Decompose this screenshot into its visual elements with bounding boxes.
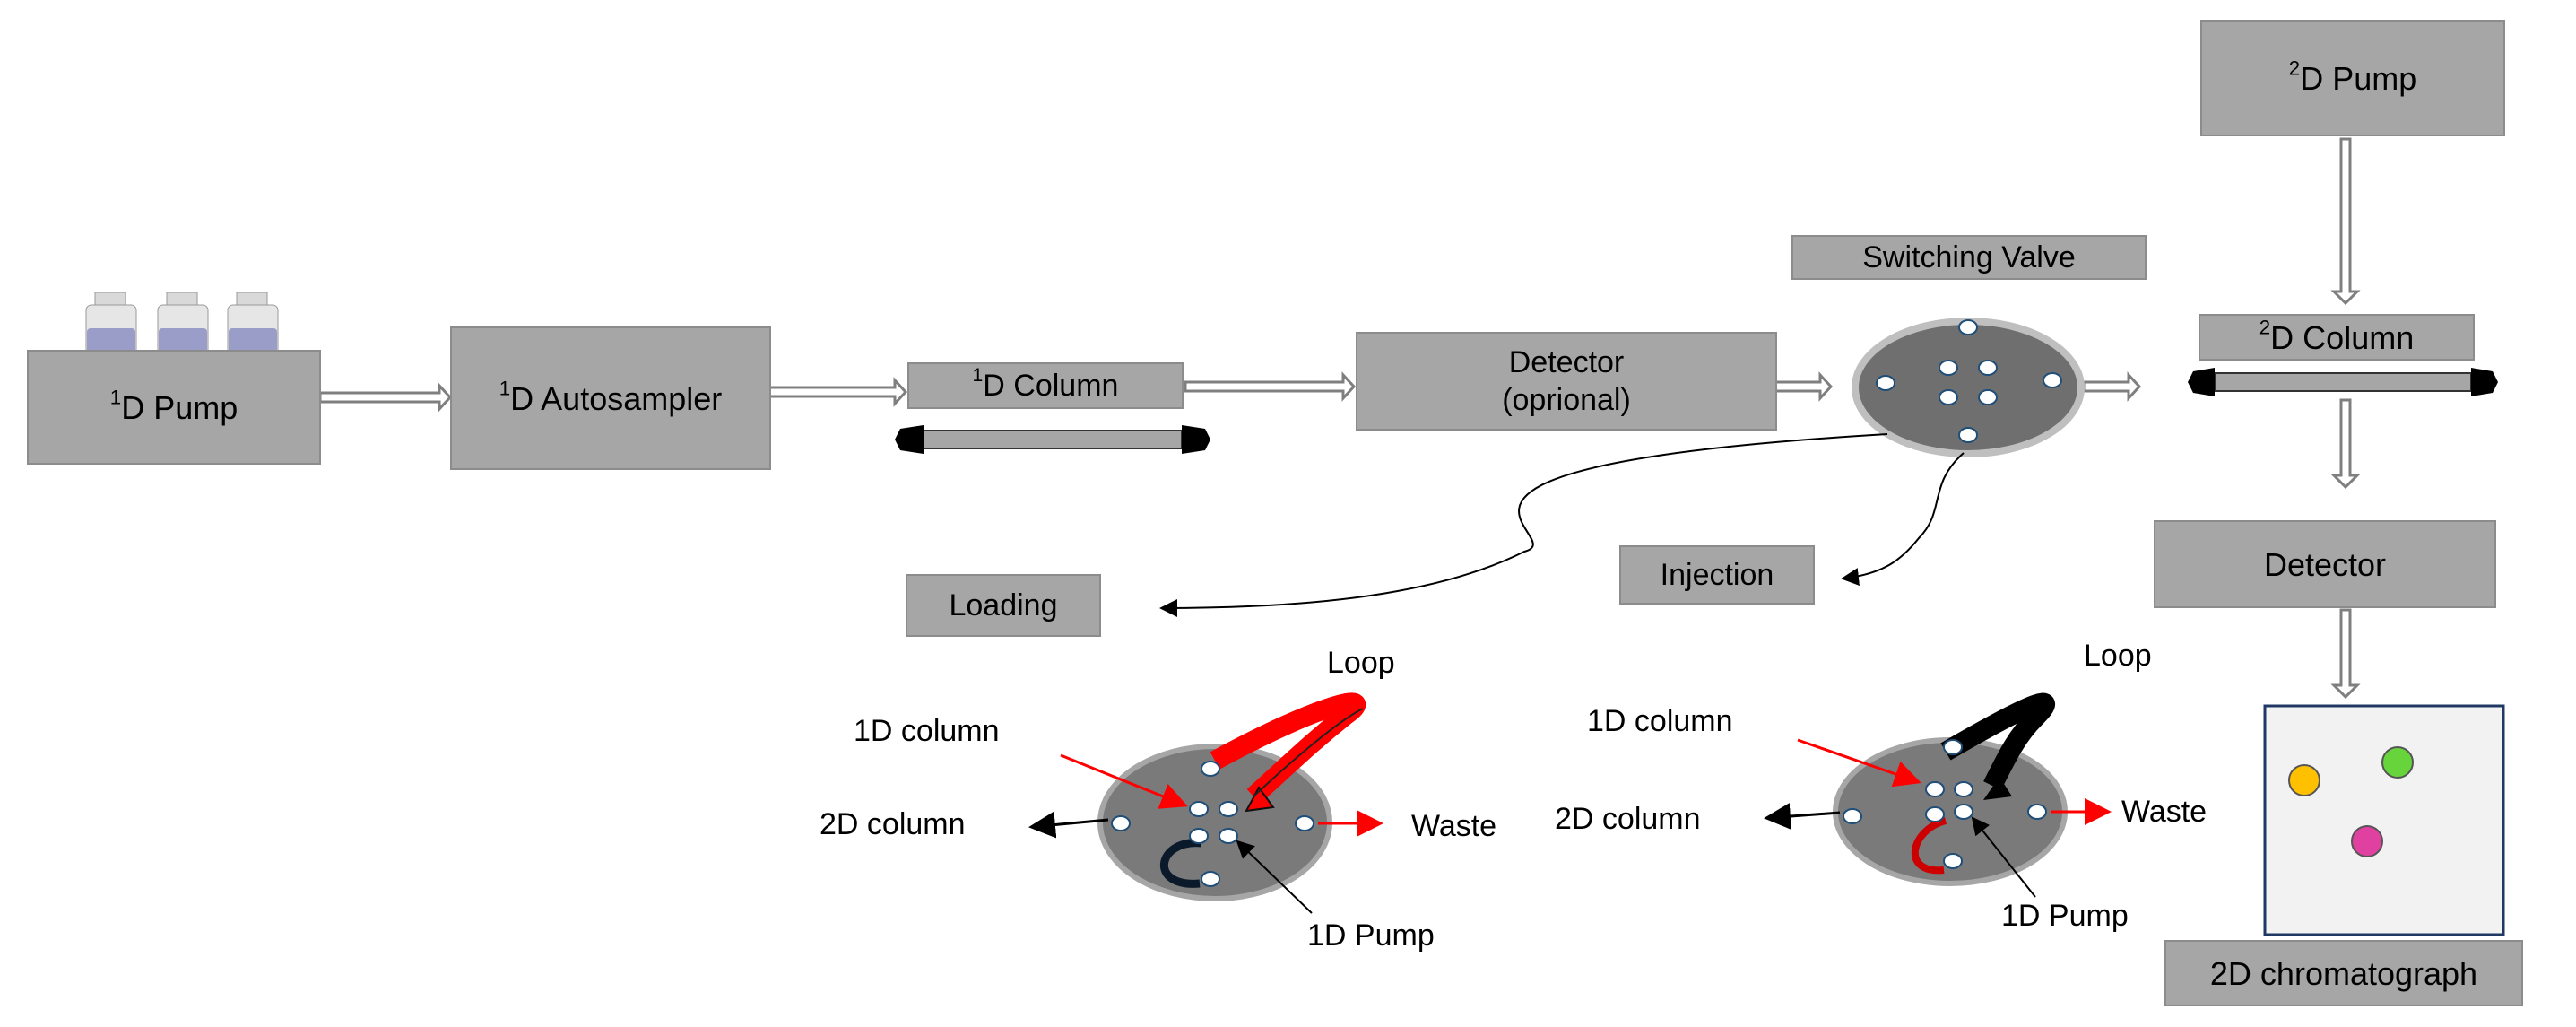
spot-magenta <box>2351 825 2383 857</box>
loading-valve-icon <box>1097 692 1366 901</box>
pump-path-loading <box>1159 839 1202 888</box>
injection-1d-pump-label: 1D Pump <box>2001 899 2129 933</box>
column-2d-label: 2D Column <box>2259 315 2415 356</box>
loading-2d-column-label: 2D column <box>820 807 966 841</box>
column-2d-box: 2D Column <box>2199 314 2475 361</box>
pump-2d-label: 2D Pump <box>2288 56 2417 97</box>
chromatograph-frame <box>2263 704 2505 936</box>
chromatograph-2d-box: 2D chromatograph <box>2164 940 2523 1006</box>
loading-mode-box: Loading <box>906 574 1101 637</box>
flow-arrow <box>318 382 453 413</box>
pump-1d-box: 1D Pump <box>27 350 321 465</box>
autosampler-1d-box: 1D Autosampler <box>450 326 771 470</box>
flow-arrow <box>1774 371 1834 402</box>
loading-mode-label: Loading <box>949 587 1058 622</box>
loading-waste-label: Waste <box>1411 809 1497 843</box>
spot-green <box>2381 746 2414 779</box>
injection-2d-column-label: 2D column <box>1555 802 1701 836</box>
loading-mode-arrow <box>1159 433 1888 617</box>
flow-arrow <box>2082 371 2142 402</box>
pump-2d-box: 2D Pump <box>2200 20 2505 136</box>
switching-valve-label-box: Switching Valve <box>1791 235 2147 280</box>
injection-waste-label: Waste <box>2121 795 2207 829</box>
pump-path-injection <box>1912 817 1947 875</box>
detector-optional-box: Detector (oprional) <box>1356 332 1777 431</box>
loading-1d-pump-label: 1D Pump <box>1307 918 1435 953</box>
switching-valve-icon <box>1852 318 2085 457</box>
loop-injection-icon <box>1940 692 2055 790</box>
injection-1d-column-label: 1D column <box>1587 704 1733 738</box>
detector-2d-label: Detector <box>2263 545 2387 583</box>
column-1d-tube <box>895 425 1210 454</box>
injection-valve-icon <box>1833 692 2068 886</box>
vial-icon <box>85 292 137 358</box>
switching-valve-label: Switching Valve <box>1862 239 2076 274</box>
injection-mode-box: Injection <box>1619 545 1815 605</box>
column-1d-label: 1D Column <box>972 364 1119 403</box>
loading-1d-column-label: 1D column <box>854 714 1000 748</box>
vial-icon <box>227 292 279 358</box>
loading-loop-label: Loop <box>1327 646 1395 680</box>
detector-2d-box: Detector <box>2154 520 2496 608</box>
detector-optional-line1: Detector <box>1508 344 1625 379</box>
injection-loop-label: Loop <box>2084 639 2152 673</box>
pump-1d-label: 1D Pump <box>109 385 239 426</box>
column-2d-tube <box>2188 368 2498 396</box>
column-1d-box: 1D Column <box>907 362 1184 409</box>
chromatograph-2d-label: 2D chromatograph <box>2209 954 2478 992</box>
spot-orange <box>2288 764 2320 796</box>
autosampler-1d-label: 1D Autosampler <box>499 376 723 417</box>
vial-icon <box>157 292 209 358</box>
injection-mode-label: Injection <box>1660 557 1774 592</box>
flow-arrow <box>1184 371 1357 402</box>
flow-arrow <box>2330 137 2361 306</box>
vials-icon <box>85 292 279 358</box>
flow-arrow <box>768 377 908 407</box>
flow-arrow <box>2330 608 2361 700</box>
injection-mode-arrow <box>1841 452 1965 586</box>
detector-optional-line2: (oprional) <box>1502 383 1631 417</box>
flow-arrow <box>2330 398 2361 490</box>
